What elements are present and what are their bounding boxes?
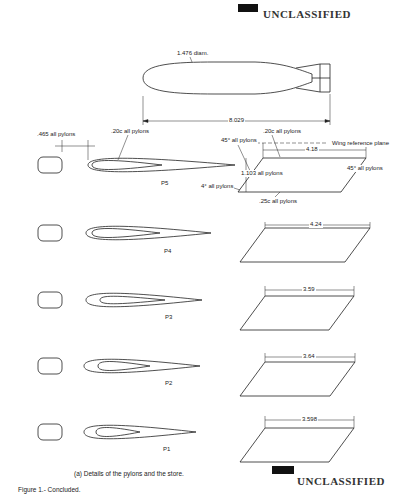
dim-label: 4.18 <box>305 146 319 153</box>
redaction-bar <box>272 466 294 474</box>
classification-stamp: UNCLASSIFIED <box>296 475 386 487</box>
dim-label: 1.476 diam. <box>176 50 209 57</box>
figure-number: Figure 1.- Concluded. <box>17 486 82 493</box>
dim-label: 4° all pylons <box>200 183 234 190</box>
dim-label: .20c all pylons <box>262 128 302 135</box>
dim-label: .465 all pylons <box>36 131 76 138</box>
caption: (a) Details of the pylons and the store. <box>73 470 185 477</box>
pylon-planforms <box>238 158 370 462</box>
note-label: Wing reference plane <box>331 140 390 147</box>
dim-label: 45° all pylons <box>220 137 258 144</box>
dim-label: 1.103 all pylons <box>240 170 284 177</box>
pylon-name: P5 <box>160 180 169 187</box>
front-view-dimensions <box>55 135 128 160</box>
pylon-name: P1 <box>162 446 171 453</box>
store-dimensions <box>143 57 330 125</box>
store-body <box>143 62 330 94</box>
pylon-front-views <box>38 157 235 440</box>
dim-label: 3.598 <box>301 416 318 423</box>
dim-label: .25c all pylons <box>258 198 298 205</box>
dim-label: 3.59 <box>302 286 316 293</box>
classification-stamp: UNCLASSIFIED <box>262 8 352 20</box>
redaction-bar <box>238 4 258 12</box>
planform-dimensions <box>228 135 370 428</box>
pylon-name: P4 <box>163 248 172 255</box>
dim-label: 8.029 <box>228 117 245 124</box>
dim-label: .20c all pylons <box>110 128 150 135</box>
pylon-name: P2 <box>164 380 173 387</box>
dim-label: 3.64 <box>302 353 316 360</box>
pylon-name: P3 <box>164 314 173 321</box>
dim-label: 4.24 <box>309 221 323 228</box>
dim-label: 45° all pylons <box>346 165 384 172</box>
